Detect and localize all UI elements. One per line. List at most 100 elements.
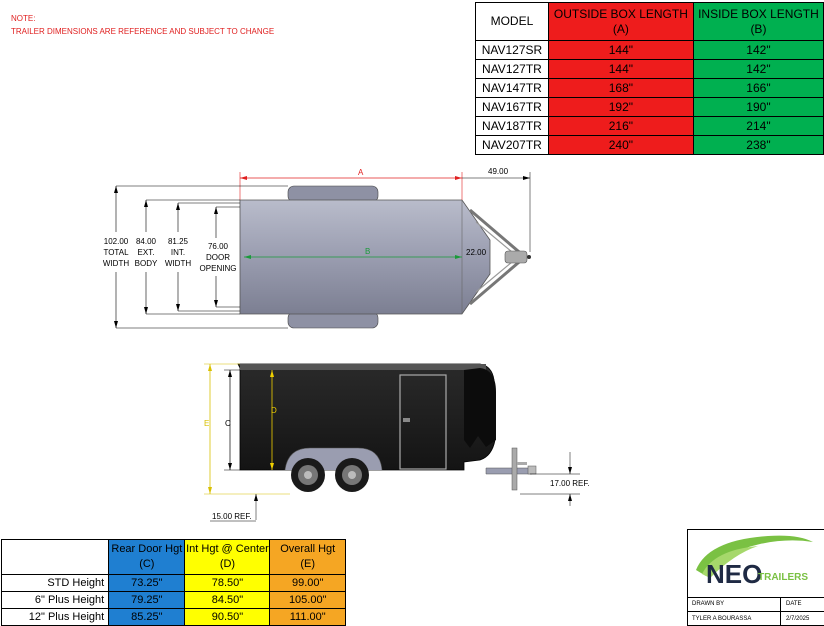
- height-row-label: 6" Plus Height: [0, 591, 110, 609]
- overall-height-cell: 99.00": [269, 574, 346, 592]
- rear-door-cell: 73.25": [108, 574, 186, 592]
- dim-c-arrow-bottom: [228, 463, 232, 470]
- logo-swoosh: [696, 535, 813, 576]
- logo-sub-text: TRAILERS: [758, 572, 808, 583]
- dim-b-label: B: [365, 247, 370, 256]
- logo-swoosh-light: [702, 546, 758, 578]
- int-width-line2: INT.: [171, 248, 185, 257]
- ground-ref-arrow-top: [568, 467, 572, 474]
- drawn-by-value: TYLER A BOURASSA: [692, 616, 752, 622]
- inside-cell: 238": [692, 135, 824, 155]
- int-height-header: Int Hgt @ Center (D): [184, 539, 271, 575]
- title-block-label-row: DRAWN BY DATE: [688, 597, 824, 611]
- width-dims: [115, 185, 288, 329]
- ground-ref-label: 17.00 REF.: [550, 479, 590, 488]
- inside-header-line2: (B): [750, 21, 767, 36]
- dim-e-arrow-bottom: [208, 487, 212, 494]
- inside-header-line1: INSIDE BOX LENGTH: [698, 6, 819, 21]
- model-cell: NAV167TR: [475, 97, 549, 117]
- overall-height-cell: 111.00": [269, 608, 346, 626]
- outside-cell: 240": [547, 135, 694, 155]
- bottom-ref-label: 15.00 REF.: [212, 512, 252, 521]
- model-cell: NAV147TR: [475, 78, 549, 98]
- dim-b-arrow-right: [455, 255, 462, 259]
- inside-cell: 214": [692, 116, 824, 136]
- door-opening-value: 76.00: [208, 242, 229, 251]
- int-height-cell: 78.50": [184, 574, 271, 592]
- rear-door-header-line2: (C): [139, 558, 155, 570]
- ground-ref-arrow-bottom: [568, 494, 572, 501]
- dim-e-label: E: [204, 419, 209, 428]
- outside-cell: 192": [547, 97, 694, 117]
- top-coupler-ball: [527, 255, 531, 259]
- int-width-value: 81.25: [168, 237, 189, 246]
- overall-height-cell: 105.00": [269, 591, 346, 609]
- height-table: Rear Door Hgt (C) Int Hgt @ Center (D) O…: [0, 539, 346, 626]
- model-header: MODEL: [475, 2, 549, 41]
- rear-door-header: Rear Door Hgt (C): [108, 539, 186, 575]
- title-block: NEO TRAILERS DRAWN BY DATE TYLER A BOURA…: [687, 529, 824, 626]
- door-opening-line2: DOOR: [206, 253, 230, 262]
- dim-a-arrow-left: [240, 176, 247, 180]
- door-opening-line3: OPENING: [200, 264, 237, 273]
- outside-header-line2: (A): [612, 21, 629, 36]
- model-cell: NAV127TR: [475, 59, 549, 79]
- side-jack-handle: [517, 462, 527, 465]
- model-cell: NAV207TR: [475, 135, 549, 155]
- rear-door-cell: 85.25": [108, 608, 186, 626]
- ext-body-line2: EXT.: [138, 248, 155, 257]
- total-width-line2: TOTAL: [103, 248, 129, 257]
- outside-header-line1: OUTSIDE BOX LENGTH: [553, 6, 688, 21]
- side-roof-trim: [240, 364, 486, 370]
- date-label: DATE: [786, 601, 802, 607]
- inside-cell: 142": [692, 40, 824, 60]
- height-row-label: 12" Plus Height: [0, 608, 110, 626]
- dim-d-label: D: [271, 406, 277, 415]
- overall-height-header: Overall Hgt (E): [269, 539, 346, 575]
- inside-length-header: INSIDE BOX LENGTH (B): [692, 2, 824, 41]
- side-wheel-front: [291, 458, 325, 492]
- height-row-label: STD Height: [0, 574, 110, 592]
- width-labels: 102.00 TOTAL WIDTH 84.00 EXT. BODY 81.25…: [103, 237, 237, 273]
- side-view: E C D 15.00 REF. 17.00 REF.: [204, 363, 590, 522]
- ext-body-value: 84.00: [136, 237, 157, 246]
- tongue-inner-label: 22.00: [466, 248, 487, 257]
- dim-d-arrow-top: [270, 370, 274, 377]
- int-height-cell: 84.50": [184, 591, 271, 609]
- side-tongue: [485, 467, 533, 475]
- side-coupler: [527, 465, 537, 475]
- dim-e-arrow-top: [208, 364, 212, 371]
- bottom-ref-arrow: [254, 494, 258, 501]
- outside-cell: 144": [547, 59, 694, 79]
- title-block-value-row: TYLER A BOURASSA 2/7/2025: [688, 611, 824, 626]
- drawn-by-label: DRAWN BY: [692, 601, 725, 607]
- total-width-line3: WIDTH: [103, 259, 129, 268]
- overall-height-header-line2: (E): [300, 558, 316, 570]
- ext-body-line3: BODY: [135, 259, 158, 268]
- note-text: TRAILER DIMENSIONS ARE REFERENCE AND SUB…: [11, 27, 275, 36]
- side-wheel-rear: [335, 458, 369, 492]
- dim-d-arrow-bottom: [270, 463, 274, 470]
- note-title: NOTE:: [11, 14, 36, 23]
- tongue-dim-arrow: [523, 176, 530, 180]
- side-door: [399, 374, 447, 470]
- date-value: 2/7/2025: [786, 616, 810, 622]
- top-view: A 49.00 B 22.00: [103, 167, 531, 329]
- dim-a-arrow-right: [455, 176, 462, 180]
- rear-door-cell: 79.25": [108, 591, 186, 609]
- overall-height-header-line1: Overall Hgt: [280, 543, 336, 555]
- tongue-length-label: 49.00: [488, 167, 509, 176]
- outside-cell: 144": [547, 40, 694, 60]
- rear-door-header-line1: Rear Door Hgt: [111, 543, 183, 555]
- logo-main-text: NEO: [706, 559, 762, 589]
- side-v-nose: [464, 368, 496, 448]
- int-height-header-line2: (D): [219, 558, 236, 570]
- dim-c-label: C: [225, 419, 231, 428]
